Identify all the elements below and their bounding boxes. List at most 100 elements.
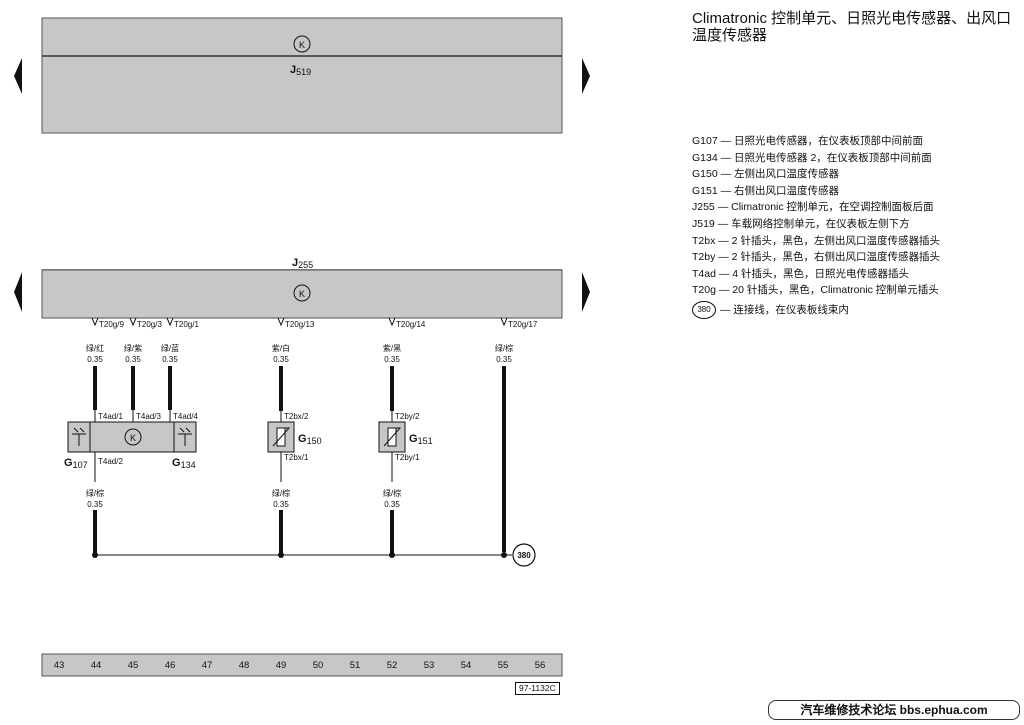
wire-color-3: 绿/蓝 (161, 343, 179, 353)
ruler-number: 48 (239, 660, 250, 671)
ruler-number: 45 (128, 660, 139, 671)
legend-item-text: — 20 针插头，黑色，Climatronic 控制单元插头 (718, 284, 939, 297)
module-j519 (41, 17, 563, 134)
j255-sub: 255 (298, 260, 313, 270)
ground-wire-color-1: 绿/棕 (86, 488, 104, 498)
pin-arrow-icon (166, 317, 174, 327)
legend-item-text: — 日照光电传感器 2，在仪表板顶部中间前面 (720, 151, 932, 164)
photodiode-icon (178, 427, 192, 446)
pin-label-t20g-17: T20g/17 (508, 320, 538, 329)
wire-size-3: 0.35 (162, 355, 178, 364)
wire-size-6: 0.35 (496, 355, 512, 364)
pin-label-t20g-13: T20g/13 (285, 320, 315, 329)
g151-main: G (409, 433, 418, 445)
legend-item-text: — 2 针插头，黑色，左侧出风口温度传感器插头 (718, 234, 940, 247)
ruler-number: 49 (276, 660, 287, 671)
ruler-number: 52 (387, 660, 398, 671)
thermistor-arrow-icon (272, 427, 291, 447)
pin-arrows (91, 317, 508, 327)
j255-main: J (292, 257, 298, 269)
k-symbol-label: K (299, 289, 305, 299)
pin-label-t4ad-4: T4ad/4 (173, 412, 198, 421)
g134-main: G (172, 457, 181, 469)
legend-item-text: — 连接线，在仪表板线束内 (720, 303, 849, 316)
legend-item-code: G134 (692, 151, 718, 164)
pin-label-t4ad-1: T4ad/1 (98, 412, 123, 421)
g134-sub: 134 (181, 460, 196, 470)
ruler-number: 55 (498, 660, 509, 671)
pin-label-t20g-9: T20g/9 (99, 320, 124, 329)
junction-dot (92, 552, 98, 558)
k-symbol-icon (124, 428, 142, 446)
ruler-number: 47 (202, 660, 213, 671)
pin-arrow-icon (277, 317, 285, 327)
ground-wire-color-3: 绿/棕 (383, 488, 401, 498)
wires (93, 366, 506, 555)
legend-item: T20g — 20 针插头，黑色，Climatronic 控制单元插头 (692, 282, 1022, 299)
legend-item-code: G150 (692, 168, 718, 181)
wire-color-1: 绿/红 (86, 343, 104, 353)
thin-wires (94, 410, 393, 482)
ruler-number: 54 (461, 660, 472, 671)
pin-label-t2bx-2: T2bx/2 (284, 412, 309, 421)
ruler-number: 46 (165, 660, 176, 671)
arrow-left-top-icon[interactable] (14, 58, 22, 94)
pin-label-t2bx-1: T2bx/1 (284, 453, 309, 462)
g107-sub: 107 (73, 460, 88, 470)
g134-label: G134 (172, 457, 196, 470)
legend-item-code: G107 (692, 135, 718, 147)
ruler-number: 56 (535, 660, 546, 671)
ruler-number: 53 (424, 660, 435, 671)
g150-label: G150 (298, 433, 322, 446)
j519-main: J (290, 64, 296, 76)
pin-label-t20g-14: T20g/14 (396, 320, 426, 329)
wire-color-2: 绿/紫 (124, 344, 142, 353)
legend-item: G134 — 日照光电传感器 2，在仪表板顶部中间前面 (692, 150, 1022, 167)
legend-item-text: — Climatronic 控制单元，在空调控制面板后面 (717, 201, 934, 214)
pin-arrow-icon (388, 317, 396, 327)
legend-item-code: T4ad (692, 267, 716, 280)
ruler-number: 44 (91, 660, 102, 671)
legend-item-text: — 4 针插头，黑色，日照光电传感器插头 (718, 267, 910, 280)
arrow-left-bottom-icon[interactable] (14, 272, 22, 312)
pin-label-t4ad-2: T4ad/2 (98, 457, 123, 466)
junction-dot (389, 552, 395, 558)
legend-item-code: G151 (692, 184, 718, 197)
arrow-right-bottom-icon[interactable] (582, 272, 590, 312)
g150-main: G (298, 433, 307, 445)
pin-arrow-icon (500, 317, 508, 327)
column-ruler (41, 653, 563, 677)
wire-size-2: 0.35 (125, 355, 141, 364)
connector-380-icon (512, 543, 536, 567)
legend-item-code: T20g (692, 284, 716, 297)
legend-item: J255 — Climatronic 控制单元，在空调控制面板后面 (692, 199, 1022, 216)
ruler-number: 51 (350, 660, 361, 671)
legend-item: G151 — 右侧出风口温度传感器 (692, 183, 1022, 200)
junction-dot (278, 552, 284, 558)
legend-item-code: J255 (692, 201, 715, 214)
junction-dots (92, 552, 507, 558)
g107-label: G107 (64, 457, 88, 470)
arrow-right-top-icon[interactable] (582, 58, 590, 94)
ground-wire-size-1: 0.35 (87, 500, 103, 509)
g151-sub: 151 (418, 436, 433, 446)
forum-watermark: 汽车维修技术论坛 bbs.ephua.com (768, 700, 1020, 720)
legend-item: T2by — 2 针插头，黑色，右侧出风口温度传感器插头 (692, 249, 1022, 266)
legend-item: G107 — 日照光电传感器，在仪表板顶部中间前面 (692, 133, 1022, 150)
legend-item: G150 — 左侧出风口温度传感器 (692, 166, 1022, 183)
pin-label-t2by-2: T2by/2 (395, 412, 420, 421)
g107-element (67, 421, 91, 453)
page-title: Climatronic 控制单元、日照光电传感器、出风口温度传感器 (692, 10, 1012, 44)
wire-color-6: 绿/棕 (495, 343, 513, 353)
pin-label-t20g-1: T20g/1 (174, 320, 199, 329)
legend-item-code: T2bx (692, 234, 716, 247)
ruler-number: 50 (313, 660, 324, 671)
k-symbol-icon (293, 284, 311, 302)
legend-item: T2bx — 2 针插头，黑色，左侧出风口温度传感器插头 (692, 233, 1022, 250)
module-j255 (41, 269, 563, 319)
g107-main: G (64, 457, 73, 469)
thermistor-arrow-icon (383, 427, 402, 447)
k-symbol-label: K (130, 433, 136, 443)
